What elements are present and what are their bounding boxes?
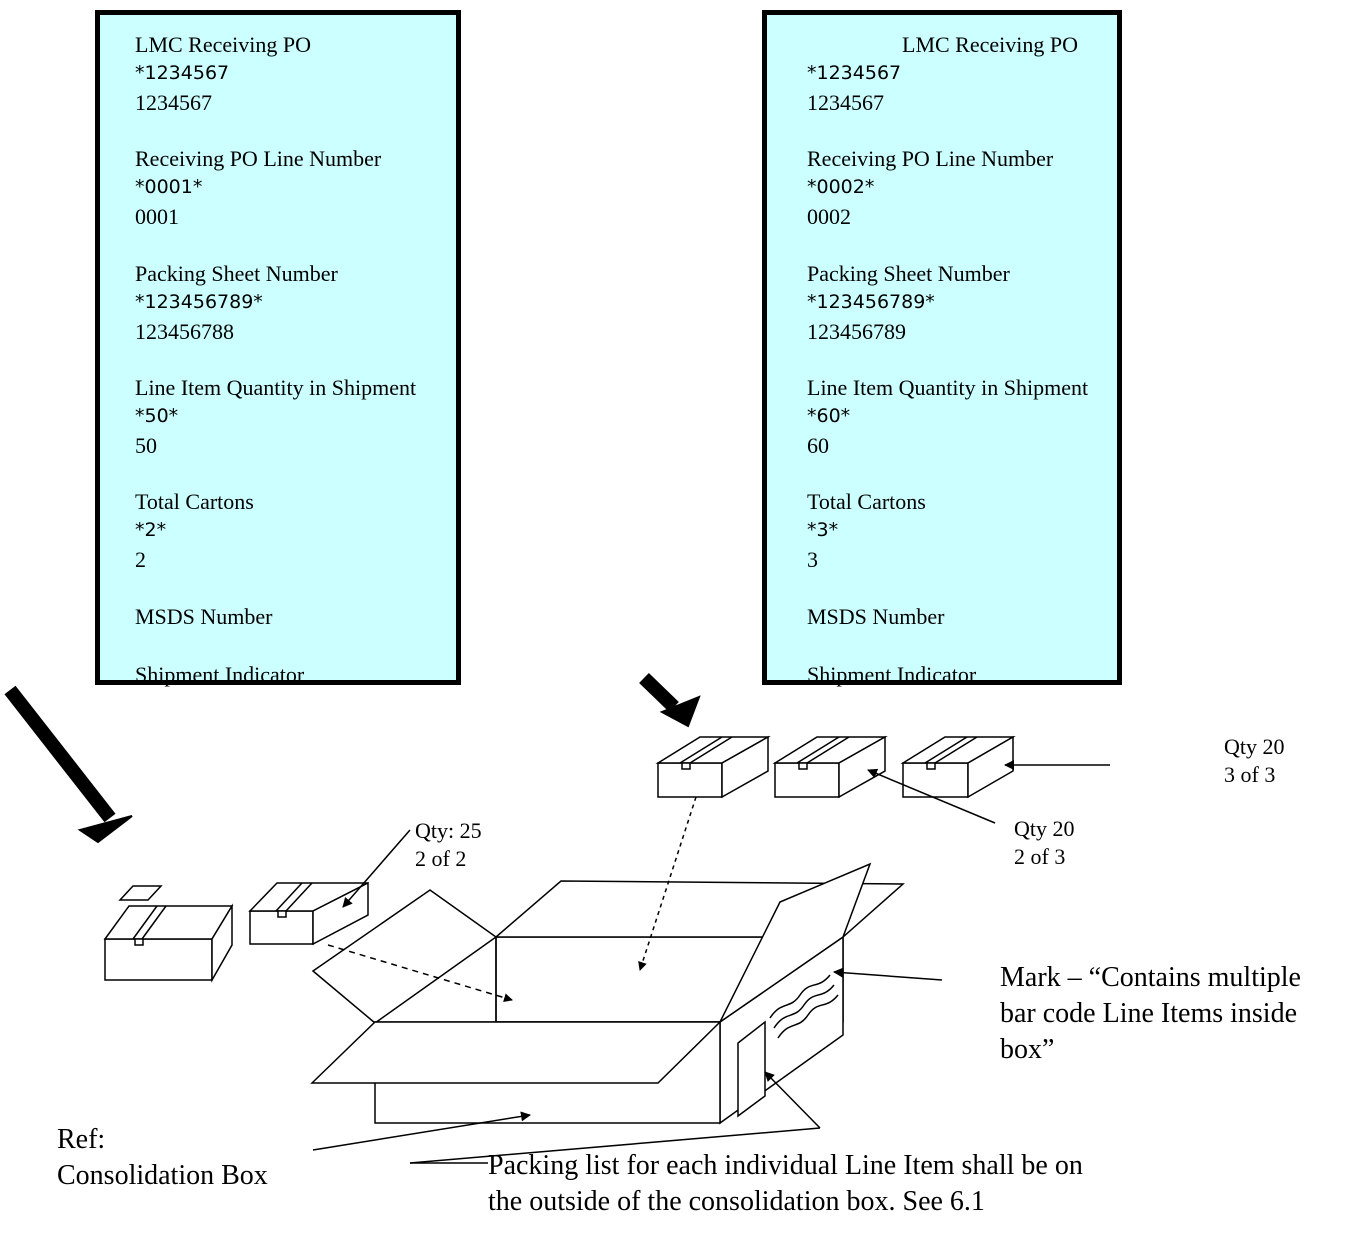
carton-right-1 xyxy=(655,735,771,799)
leader-ref xyxy=(312,1111,531,1151)
sheet-value: 123456789 xyxy=(807,319,906,344)
qty-value: 60 xyxy=(807,433,829,458)
shipment-indicator-title: Shipment Indicator xyxy=(135,662,305,687)
callout-mark-line3: box” xyxy=(1000,1034,1055,1065)
qty-title: Line Item Quantity in Shipment xyxy=(807,375,1089,400)
cartons-barcode: *2* xyxy=(135,519,167,541)
sheet-title: Packing Sheet Number xyxy=(135,261,338,286)
leader-qty25 xyxy=(342,829,411,908)
sheet-title: Packing Sheet Number xyxy=(807,261,1010,286)
callout-qty20b-line2: 2 of 3 xyxy=(1014,844,1066,869)
qty-value: 50 xyxy=(135,433,157,458)
leader-mark xyxy=(833,967,943,981)
callout-qty20c-line1: Qty 20 xyxy=(1224,734,1285,759)
shipment-indicator-title: Shipment Indicator xyxy=(807,662,977,687)
po-barcode: *1234567 xyxy=(135,62,230,84)
line-value: 0001 xyxy=(135,204,179,229)
qty-title: Line Item Quantity in Shipment xyxy=(135,375,417,400)
carton-left-2 xyxy=(248,881,369,946)
po-title: LMC Receiving PO xyxy=(902,32,1078,57)
callout-mark-line1: Mark – “Contains multiple xyxy=(1000,962,1301,993)
carton-right-3 xyxy=(900,735,1016,799)
msds-title: MSDS Number xyxy=(135,604,273,629)
cartons-value: 2 xyxy=(135,547,146,572)
callout-packing-line1: Packing list for each individual Line It… xyxy=(488,1150,1083,1181)
callout-ref-line1: Ref: xyxy=(57,1124,106,1155)
leader-packing-b xyxy=(764,1071,821,1129)
msds-title: MSDS Number xyxy=(807,604,945,629)
po-title: LMC Receiving PO xyxy=(135,32,311,57)
callout-qty20c-line2: 3 of 3 xyxy=(1224,762,1276,787)
line-value: 0002 xyxy=(807,204,851,229)
dashed-path-right xyxy=(638,796,697,971)
po-value: 1234567 xyxy=(807,90,884,115)
line-title: Receiving PO Line Number xyxy=(807,146,1054,171)
leader-qty20b xyxy=(867,768,996,824)
sheet-barcode: *123456789* xyxy=(135,291,263,313)
po-value: 1234567 xyxy=(135,90,212,115)
po-barcode: *1234567 xyxy=(807,62,902,84)
qty-barcode: *50* xyxy=(135,405,179,427)
big-arrow-right xyxy=(639,672,701,728)
sheet-value: 123456788 xyxy=(135,319,234,344)
big-arrow-left xyxy=(4,685,133,844)
carton-right-2 xyxy=(772,735,888,799)
qty-barcode: *60* xyxy=(807,405,851,427)
line-title: Receiving PO Line Number xyxy=(135,146,382,171)
label-left: LMC Receiving PO *1234567 1234567 Receiv… xyxy=(95,10,461,687)
cartons-value: 3 xyxy=(807,547,818,572)
cartons-title: Total Cartons xyxy=(135,489,254,514)
line-barcode: *0001* xyxy=(135,176,203,198)
cartons-title: Total Cartons xyxy=(807,489,926,514)
label-right: LMC Receiving PO *1234567 1234567 Receiv… xyxy=(762,10,1122,687)
callout-qty25-line1: Qty: 25 xyxy=(415,818,482,843)
cartons-barcode: *3* xyxy=(807,519,839,541)
callout-packing-line2: the outside of the consolidation box. Se… xyxy=(488,1186,985,1217)
callout-mark-line2: bar code Line Items inside xyxy=(1000,998,1298,1029)
leader-packing-a xyxy=(409,1127,821,1164)
callout-qty25-line2: 2 of 2 xyxy=(415,846,467,871)
carton-left-1 xyxy=(103,885,234,983)
sheet-barcode: *123456789* xyxy=(807,291,935,313)
callout-qty20b-line1: Qty 20 xyxy=(1014,816,1075,841)
consolidation-box xyxy=(310,862,905,1125)
line-barcode: *0002* xyxy=(807,176,875,198)
callout-ref-line2: Consolidation Box xyxy=(57,1160,268,1191)
